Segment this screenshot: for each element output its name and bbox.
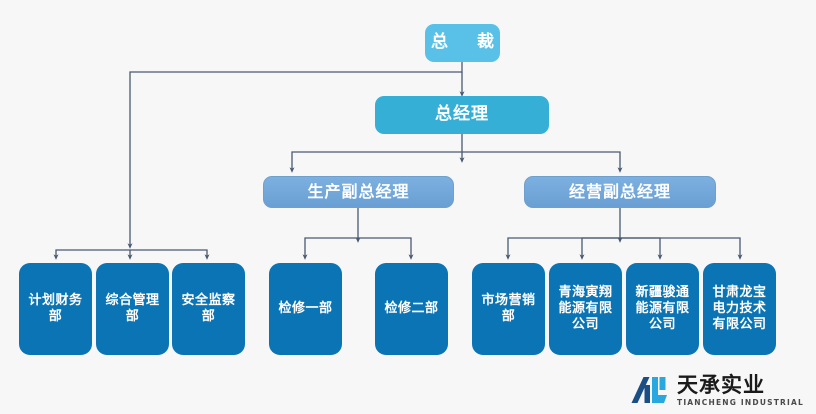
node-dept-planning-finance[interactable]: 计划财务部 — [19, 263, 92, 355]
node-dept-maintenance-one-label: 检修一部 — [278, 300, 333, 316]
node-deputy-production[interactable]: 生产副总经理 — [263, 176, 454, 208]
node-general-manager[interactable]: 总经理 — [375, 96, 549, 134]
node-dept-maintenance-one[interactable]: 检修一部 — [269, 263, 342, 355]
node-company-xinjiang-juntong[interactable]: 新疆骏通能源有限公司 — [626, 263, 699, 355]
node-company-qinghai-yinxiang-label: 青海寅翔能源有限公司 — [558, 284, 613, 333]
tiancheng-logo-icon — [631, 377, 667, 404]
node-dept-general-management-label: 综合管理部 — [105, 292, 160, 324]
node-dept-maintenance-two[interactable]: 检修二部 — [375, 263, 448, 355]
node-dept-marketing[interactable]: 市场营销部 — [472, 263, 545, 355]
node-dept-safety-supervision[interactable]: 安全监察部 — [172, 263, 245, 355]
node-company-qinghai-yinxiang[interactable]: 青海寅翔能源有限公司 — [549, 263, 622, 355]
node-dept-safety-supervision-label: 安全监察部 — [181, 292, 236, 324]
logo-text-block: 天承实业 TIANCHENG INDUSTRIAL — [677, 372, 804, 407]
logo-name-cn: 天承实业 — [677, 372, 765, 397]
node-general-manager-label: 总经理 — [435, 104, 489, 125]
node-dept-planning-finance-label: 计划财务部 — [28, 292, 83, 324]
node-deputy-operations[interactable]: 经营副总经理 — [524, 176, 716, 208]
node-president-label: 总 裁 — [431, 32, 500, 53]
node-dept-maintenance-two-label: 检修二部 — [384, 300, 439, 316]
node-company-gansu-longbao[interactable]: 甘肃龙宝电力技术有限公司 — [703, 263, 776, 355]
node-company-xinjiang-juntong-label: 新疆骏通能源有限公司 — [635, 284, 690, 333]
node-dept-general-management[interactable]: 综合管理部 — [96, 263, 169, 355]
node-dept-marketing-label: 市场营销部 — [481, 292, 536, 324]
node-deputy-operations-label: 经营副总经理 — [568, 182, 671, 201]
company-logo: 天承实业 TIANCHENG INDUSTRIAL — [631, 372, 804, 407]
node-deputy-production-label: 生产副总经理 — [307, 182, 410, 201]
node-company-gansu-longbao-label: 甘肃龙宝电力技术有限公司 — [712, 284, 767, 333]
node-president[interactable]: 总 裁 — [425, 24, 500, 62]
logo-name-en: TIANCHENG INDUSTRIAL — [677, 397, 804, 407]
